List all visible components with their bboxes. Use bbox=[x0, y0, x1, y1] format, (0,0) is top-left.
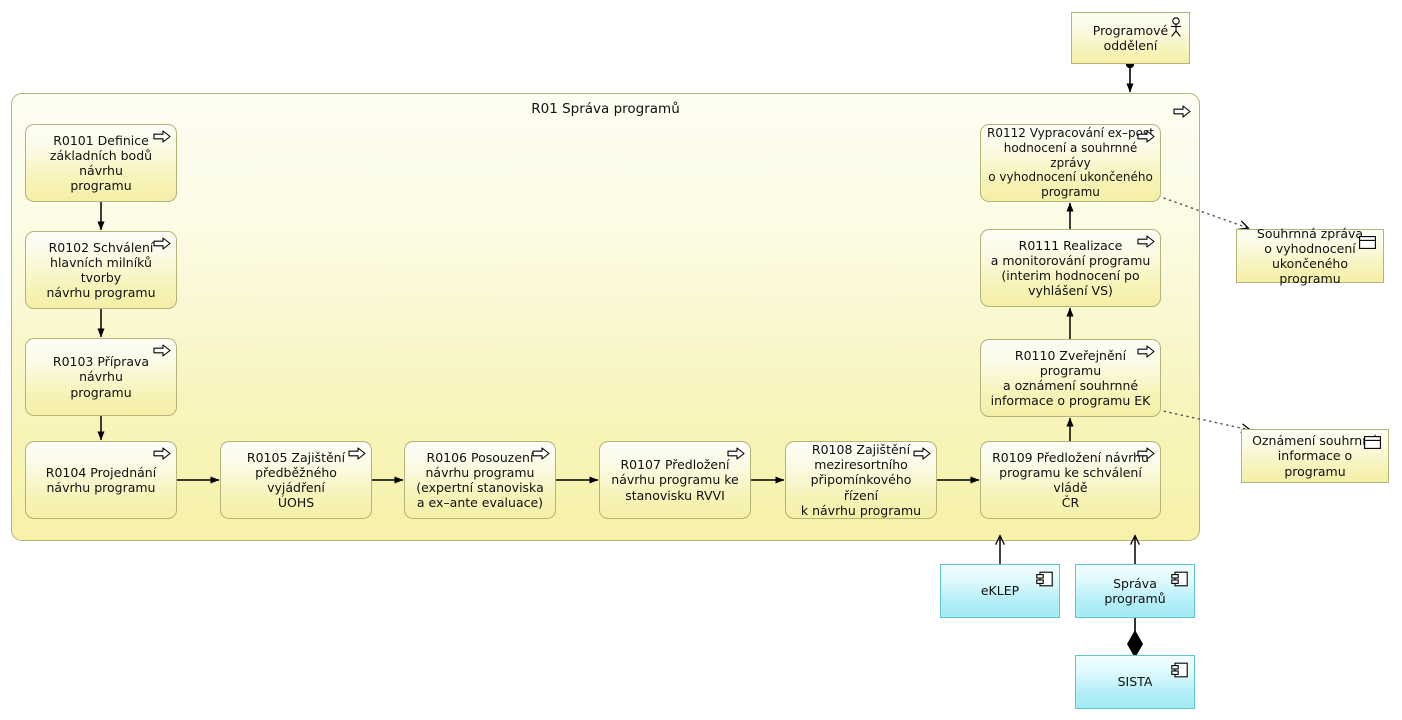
process-label: R0112 Vypracování ex–post hodnocení a so… bbox=[987, 126, 1154, 199]
process-r0107[interactable]: R0107 Předložení návrhu programu ke stan… bbox=[599, 441, 751, 519]
component-sista[interactable]: SISTA bbox=[1075, 655, 1195, 709]
process-r0109[interactable]: R0109 Předložení návrhu programu ke schv… bbox=[980, 441, 1161, 519]
process-label: R0103 Příprava návrhu programu bbox=[52, 354, 150, 400]
process-label: R0110 Zveřejnění programu a oznámení sou… bbox=[990, 347, 1151, 409]
process-arrow-icon bbox=[1137, 235, 1155, 248]
process-arrow-icon bbox=[153, 447, 171, 460]
component-icon bbox=[1036, 571, 1053, 587]
process-label: R0106 Posouzení návrhu programu (expertn… bbox=[416, 449, 544, 511]
process-arrow-icon bbox=[348, 447, 366, 460]
process-r0110[interactable]: R0110 Zveřejnění programu a oznámení sou… bbox=[980, 339, 1161, 417]
process-arrow-icon bbox=[1173, 103, 1191, 118]
process-arrow-icon bbox=[153, 237, 171, 250]
process-label: R0101 Definice základních bodů návrhu pr… bbox=[49, 132, 153, 194]
process-arrow-icon bbox=[153, 130, 171, 143]
business-object-icon bbox=[1359, 236, 1376, 249]
process-arrow-icon bbox=[153, 344, 171, 357]
process-r0103[interactable]: R0103 Příprava návrhu programu bbox=[25, 338, 177, 416]
process-arrow-icon bbox=[727, 447, 745, 460]
process-arrow-icon bbox=[913, 447, 931, 460]
process-r0106[interactable]: R0106 Posouzení návrhu programu (expertn… bbox=[404, 441, 556, 519]
process-label: R0102 Schválení hlavních milníků tvorby … bbox=[46, 239, 156, 301]
process-arrow-icon bbox=[1137, 345, 1155, 358]
component-icon bbox=[1171, 662, 1188, 678]
component-sprava-programu[interactable]: Správa programů bbox=[1075, 564, 1195, 618]
process-r0112[interactable]: R0112 Vypracování ex–post hodnocení a so… bbox=[980, 124, 1161, 202]
process-label: R0109 Předložení návrhu programu ke schv… bbox=[992, 449, 1149, 511]
object-label: Souhrnná zpráva o vyhodnocení ukončeného… bbox=[1256, 225, 1364, 287]
process-label: R0111 Realizace a monitorování programu … bbox=[990, 237, 1151, 299]
object-souhrnna-zprava[interactable]: Souhrnná zpráva o vyhodnocení ukončeného… bbox=[1236, 226, 1384, 286]
relation-sprava-programu-sista bbox=[1127, 618, 1143, 658]
process-r0111[interactable]: R0111 Realizace a monitorování programu … bbox=[980, 229, 1161, 307]
actor-stickman-icon bbox=[1169, 17, 1183, 37]
process-arrow-icon bbox=[1137, 447, 1155, 460]
business-object-icon bbox=[1364, 436, 1381, 449]
process-r0104[interactable]: R0104 Projednání návrhu programu bbox=[25, 441, 177, 519]
component-icon bbox=[1171, 571, 1188, 587]
object-oznameni-souhrnne[interactable]: Oznámení souhrnné informace o programu bbox=[1241, 429, 1389, 483]
process-arrow-icon bbox=[1137, 130, 1155, 143]
component-label: eKLEP bbox=[980, 583, 1020, 599]
process-label: R0105 Zajištění předběžného vyjádření ÚO… bbox=[246, 449, 346, 511]
group-title: R01 Správa programů bbox=[531, 101, 680, 117]
process-arrow-icon bbox=[532, 447, 550, 460]
actor-label: Programové oddělení bbox=[1092, 22, 1169, 53]
component-label: Správa programů bbox=[1104, 575, 1166, 606]
object-label: Oznámení souhrnné informace o programu bbox=[1252, 433, 1378, 479]
actor-programove-oddeleni[interactable]: Programové oddělení bbox=[1071, 12, 1190, 64]
process-label: R0104 Projednání návrhu programu bbox=[45, 464, 157, 495]
process-r0108[interactable]: R0108 Zajištění meziresortního připomínk… bbox=[785, 441, 937, 519]
component-label: SISTA bbox=[1117, 674, 1153, 690]
process-r0105[interactable]: R0105 Zajištění předběžného vyjádření ÚO… bbox=[220, 441, 372, 519]
process-label: R0107 Předložení návrhu programu ke stan… bbox=[611, 457, 739, 503]
process-r0102[interactable]: R0102 Schválení hlavních milníků tvorby … bbox=[25, 231, 177, 309]
component-eklep[interactable]: eKLEP bbox=[940, 564, 1060, 618]
process-r0101[interactable]: R0101 Definice základních bodů návrhu pr… bbox=[25, 124, 177, 202]
process-label: R0108 Zajištění meziresortního připomínk… bbox=[800, 441, 922, 518]
